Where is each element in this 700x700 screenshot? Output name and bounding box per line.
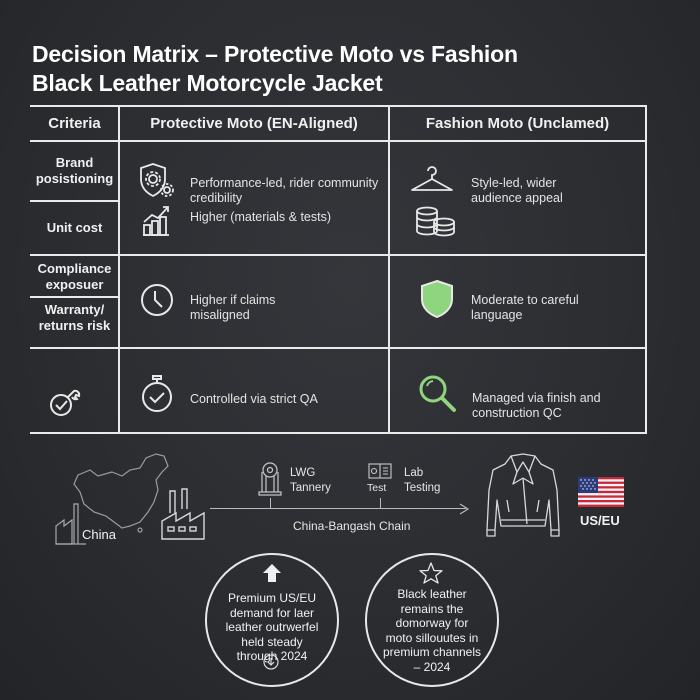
protective-unit-cost-text: Higher (materials & tests) bbox=[190, 210, 332, 224]
criteria-unit-cost: Unit cost bbox=[46, 220, 103, 235]
chain-arrow-icon bbox=[458, 502, 470, 516]
criteria-warranty-returns: Warranty/ returns risk bbox=[38, 302, 111, 333]
wrench-check-icon bbox=[48, 385, 82, 419]
chain-label: China-Bangash Chain bbox=[293, 519, 411, 533]
china-map-icon bbox=[70, 450, 180, 540]
clock-icon bbox=[140, 283, 174, 317]
bar-chart-growth-icon bbox=[141, 205, 171, 237]
table-bottom-border bbox=[30, 432, 647, 434]
factory-icon bbox=[160, 485, 208, 541]
shield-icon bbox=[420, 279, 454, 319]
column-divider-1 bbox=[118, 105, 120, 434]
callout-demand bbox=[205, 553, 339, 687]
lab-sub-label: Test bbox=[367, 482, 387, 494]
us-flag-icon bbox=[578, 477, 624, 507]
coins-stack-icon bbox=[414, 206, 458, 238]
header-bottom-border bbox=[30, 140, 647, 142]
hanger-icon bbox=[409, 163, 455, 195]
chain-line bbox=[210, 508, 466, 509]
tannery-label: LWG Tannery bbox=[290, 467, 331, 494]
callout-black-leather bbox=[365, 553, 499, 687]
table-right-border bbox=[645, 105, 647, 434]
protective-compliance-text: Higher if claims misaligned bbox=[190, 293, 276, 322]
fashion-compliance-text: Moderate to careful language bbox=[471, 293, 579, 322]
arrow-up-icon bbox=[262, 563, 282, 583]
title-line-1: Decision Matrix – Protective Moto vs Fas… bbox=[32, 41, 518, 67]
criteria-divider-b bbox=[30, 296, 119, 298]
leather-jacket-icon bbox=[483, 450, 563, 540]
magnifier-icon bbox=[418, 374, 458, 414]
protective-brand-text: Performance-led, rider community credibi… bbox=[190, 176, 379, 205]
header-protective: Protective Moto (EN-Aligned) bbox=[150, 115, 358, 132]
lab-tick bbox=[380, 498, 381, 508]
criteria-brand-positioning: Brand posistioning bbox=[35, 155, 114, 186]
page-title: Decision Matrix – Protective Moto vs Fas… bbox=[32, 40, 518, 98]
shield-gear-icon bbox=[139, 162, 177, 200]
callout-black-leather-text: Black leather remains the domorway for m… bbox=[382, 587, 482, 674]
header-fashion: Fashion Moto (Unclamed) bbox=[425, 115, 610, 132]
tannery-icon bbox=[256, 460, 284, 496]
criteria-divider-a bbox=[30, 200, 119, 202]
star-icon bbox=[419, 562, 443, 584]
callout-demand-text: Premium US/EU demand for laer leather ou… bbox=[225, 591, 319, 663]
fashion-brand-text: Style-led, wider audience appeal bbox=[471, 176, 563, 205]
protective-qa-text: Controlled via strict QA bbox=[190, 392, 318, 406]
lab-icon bbox=[368, 463, 392, 479]
origin-label: China bbox=[82, 527, 116, 542]
criteria-compliance-exposure: Compliance exposuer bbox=[37, 261, 112, 292]
lab-label: Lab Testing bbox=[404, 467, 441, 494]
table-top-border bbox=[30, 105, 647, 107]
row-divider-2 bbox=[30, 347, 647, 349]
column-divider-2 bbox=[388, 105, 390, 434]
stopwatch-check-icon bbox=[140, 374, 174, 414]
tannery-tick bbox=[270, 498, 271, 508]
destination-label: US/EU bbox=[580, 513, 620, 528]
header-criteria: Criteria bbox=[48, 115, 101, 132]
factory-small-icon bbox=[54, 500, 88, 548]
row-divider-1 bbox=[30, 254, 647, 256]
arrow-down-circle-icon bbox=[263, 654, 279, 670]
title-line-2: Black Leather Motorcycle Jacket bbox=[32, 70, 383, 96]
fashion-qc-text: Managed via finish and construction QC bbox=[472, 391, 601, 420]
